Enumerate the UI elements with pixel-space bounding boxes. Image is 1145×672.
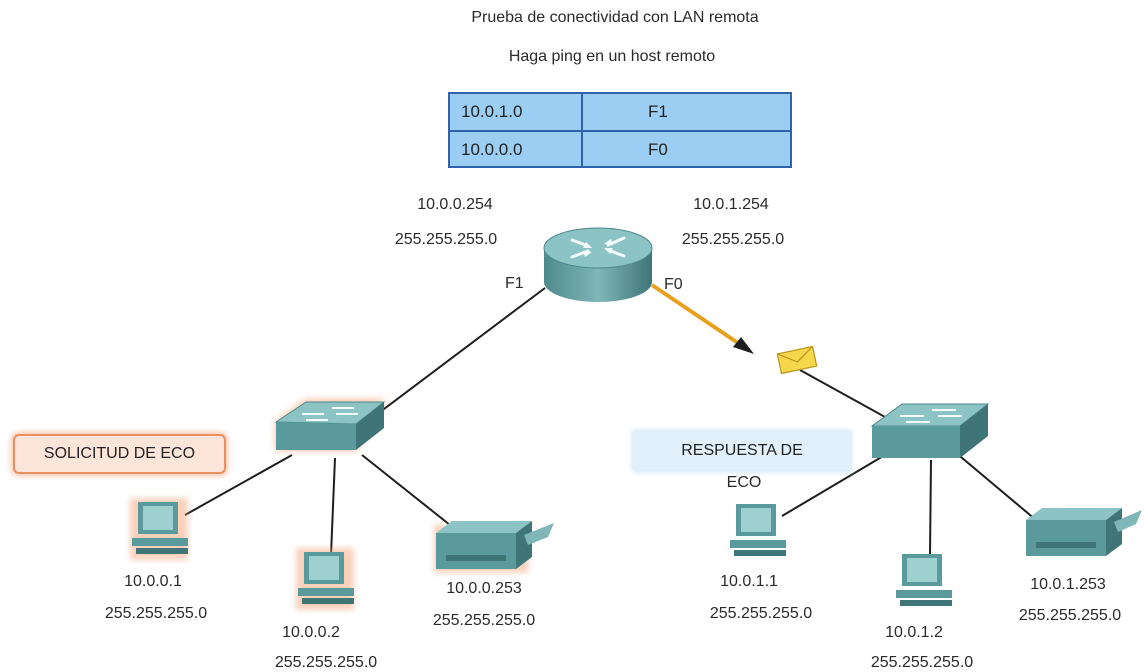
route-interface: F0 (648, 140, 668, 159)
pc-icon (130, 498, 188, 560)
host-mask: 255.255.255.0 (104, 605, 208, 622)
link-switch-pc1 (781, 454, 886, 517)
switch-right-icon (870, 403, 990, 458)
router-left-mask: 255.255.255.0 (394, 231, 498, 248)
pc-icon (730, 504, 786, 556)
host-ip: 10.0.0.253 (446, 580, 522, 597)
envelope-icon (776, 346, 818, 374)
link-switch-printer (954, 451, 1037, 521)
echo-reply-label-line2: ECO (726, 474, 762, 491)
echo-request-label: SOLICITUD DE ECO (13, 434, 226, 474)
link-switch-pc2 (330, 457, 336, 556)
router-port-f1: F1 (505, 275, 524, 292)
link-router-switch-right-active (650, 283, 740, 345)
echo-reply-label: RESPUESTA DE (634, 432, 850, 470)
route-interface: F1 (648, 102, 668, 121)
echo-reply-label-line1: RESPUESTA DE (681, 442, 803, 459)
host-mask: 255.255.255.0 (274, 654, 378, 671)
host-mask: 255.255.255.0 (1018, 607, 1122, 624)
host-ip: 10.0.1.1 (720, 573, 778, 590)
host-mask: 255.255.255.0 (432, 612, 536, 629)
router-left-ip: 10.0.0.254 (417, 196, 493, 213)
router-icon (543, 227, 653, 302)
link-switch-pc1 (184, 454, 293, 516)
link-switch-printer (361, 454, 451, 526)
host-ip: 10.0.1.2 (885, 624, 943, 641)
routing-table: 10.0.1.0 F1 10.0.0.0 F0 (448, 92, 792, 168)
printer-icon (1026, 508, 1142, 556)
pc-icon (896, 554, 952, 606)
host-mask: 255.255.255.0 (709, 605, 813, 622)
routing-table-row: 10.0.0.0 F0 (450, 132, 790, 168)
routing-table-row: 10.0.1.0 F1 (450, 94, 790, 132)
host-mask: 255.255.255.0 (870, 654, 974, 671)
packet-direction-arrow (733, 337, 754, 354)
diagram-title-line1: Prueba de conectividad con LAN remota (471, 9, 759, 26)
host-ip: 10.0.0.1 (124, 573, 182, 590)
route-network: 10.0.0.0 (461, 140, 523, 159)
pc-icon (296, 548, 354, 610)
printer-icon (434, 521, 554, 573)
router-port-f0: F0 (664, 276, 683, 293)
router-right-ip: 10.0.1.254 (693, 196, 769, 213)
host-ip: 10.0.1.253 (1030, 576, 1106, 593)
router-right-mask: 255.255.255.0 (681, 231, 785, 248)
switch-left-icon (274, 400, 386, 450)
link-switch-pc2 (929, 459, 932, 556)
host-ip: 10.0.0.2 (282, 624, 340, 641)
link-router-switch-left (379, 287, 546, 413)
route-network: 10.0.1.0 (461, 102, 523, 121)
diagram-title-line2: Haga ping en un host remoto (508, 48, 716, 65)
